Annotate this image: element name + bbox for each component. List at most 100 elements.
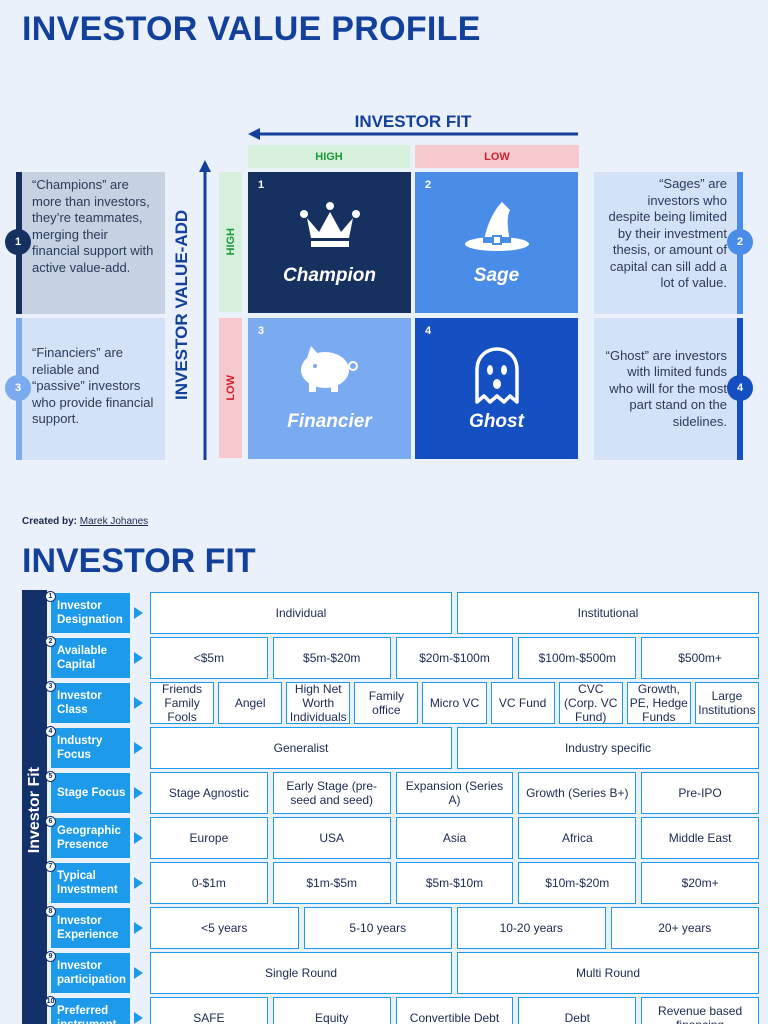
option-cell[interactable]: Equity	[272, 997, 391, 1024]
y-axis: INVESTOR VALUE-ADD	[170, 160, 218, 460]
row-cells: 0-$1m$1m-$5m$5m-$10m$10m-$20m$20m+	[150, 862, 759, 904]
option-cell[interactable]: Pre-IPO	[641, 772, 759, 814]
option-cell[interactable]: Angel	[218, 682, 283, 724]
row-arrow-icon	[134, 1012, 143, 1024]
option-cell[interactable]: Friends Family Fools	[150, 682, 215, 724]
quadrant-number: 1	[258, 179, 265, 191]
y-axis-label: INVESTOR VALUE-ADD	[172, 209, 191, 401]
option-cell[interactable]: 5-10 years	[303, 907, 452, 949]
option-cell[interactable]: Middle East	[641, 817, 759, 859]
row-arrow-icon	[134, 877, 143, 889]
row-label: Investor participation	[51, 953, 130, 993]
option-cell[interactable]: 0-$1m	[150, 862, 268, 904]
row-arrow-icon	[134, 922, 143, 934]
credit: Created by: Marek Johanes	[22, 516, 148, 527]
option-cell[interactable]: Expansion (Series A)	[395, 772, 514, 814]
option-cell[interactable]: VC Fund	[490, 682, 555, 724]
option-cell[interactable]: $5m-$20m	[272, 637, 391, 679]
quadrant-label: Financier	[287, 411, 372, 432]
quadrant-champion: 1 Champion	[248, 172, 411, 313]
option-cell[interactable]: <$5m	[150, 637, 268, 679]
description-financier: “Financiers” are reliable and “passive” …	[16, 318, 165, 460]
option-cell[interactable]: Single Round	[150, 952, 452, 994]
row-header-low: LOW	[219, 318, 242, 458]
quadrant-label: Ghost	[469, 411, 524, 432]
row-number: 10	[45, 996, 56, 1007]
row-arrow-icon	[134, 967, 143, 979]
option-cell[interactable]: Africa	[518, 817, 637, 859]
option-cell[interactable]: $100m-$500m	[518, 637, 637, 679]
row-label-text: Typical Investment	[57, 870, 118, 896]
option-cell[interactable]: USA	[272, 817, 391, 859]
option-cell[interactable]: $10m-$20m	[518, 862, 637, 904]
quadrant-ghost: 4 Ghost	[415, 318, 578, 459]
description-text: “Sages” are investors who despite being …	[608, 176, 727, 290]
option-cell[interactable]: 10-20 years	[457, 907, 606, 949]
option-cell[interactable]: Asia	[395, 817, 514, 859]
option-cell[interactable]: $5m-$10m	[395, 862, 514, 904]
option-cell[interactable]: Multi Round	[457, 952, 759, 994]
option-cell[interactable]: $1m-$5m	[272, 862, 391, 904]
option-cell[interactable]: Early Stage (pre-seed and seed)	[272, 772, 391, 814]
row-high-label: HIGH	[224, 228, 237, 256]
row-label-text: Investor participation	[57, 960, 127, 986]
option-cell[interactable]: $20m-$100m	[395, 637, 514, 679]
row-number: 3	[45, 681, 56, 692]
badge-3: 3	[5, 375, 31, 401]
option-cell[interactable]: Generalist	[150, 727, 452, 769]
option-cell[interactable]: Stage Agnostic	[150, 772, 268, 814]
row-label: Industry Focus	[51, 728, 130, 768]
side-bar	[22, 590, 47, 1024]
option-cell[interactable]: $500m+	[641, 637, 759, 679]
option-cell[interactable]: Individual	[150, 592, 452, 634]
row-label-text: Available Capital	[57, 645, 108, 671]
row-label: Preferred instrument	[51, 998, 130, 1024]
badge-2: 2	[727, 229, 753, 255]
row-arrow-icon	[134, 652, 143, 664]
option-cell[interactable]: Institutional	[457, 592, 759, 634]
option-cell[interactable]: Growth, PE, Hedge Funds	[626, 682, 691, 724]
option-cell[interactable]: Micro VC	[422, 682, 487, 724]
option-cell[interactable]: Debt	[518, 997, 637, 1024]
quadrant-sage: 2 Sage	[415, 172, 578, 313]
quadrant-number: 2	[425, 179, 432, 191]
left-arrow-icon	[248, 128, 578, 140]
option-cell[interactable]: Family office	[354, 682, 419, 724]
option-cell[interactable]: $20m+	[641, 862, 759, 904]
option-cell[interactable]: Convertible Debt	[395, 997, 514, 1024]
option-cell[interactable]: <5 years	[150, 907, 299, 949]
option-cell[interactable]: Growth (Series B+)	[518, 772, 637, 814]
row-label-text: Industry Focus	[57, 735, 103, 761]
option-cell[interactable]: Revenue based financing	[641, 997, 759, 1024]
row-number: 5	[45, 771, 56, 782]
option-cell[interactable]: Europe	[150, 817, 268, 859]
col-header-low: LOW	[415, 145, 579, 168]
option-cell[interactable]: Industry specific	[457, 727, 759, 769]
row-label: Typical Investment	[51, 863, 130, 903]
option-cell[interactable]: SAFE	[150, 997, 268, 1024]
ghost-icon	[474, 347, 519, 404]
option-cell[interactable]: CVC (Corp. VC Fund)	[558, 682, 623, 724]
description-text: “Financiers” are reliable and “passive” …	[32, 345, 154, 427]
row-label-text: Stage Focus	[57, 787, 126, 799]
author-link[interactable]: Marek Johanes	[79, 516, 149, 527]
row-number: 6	[45, 816, 56, 827]
row-label: Investor Designation	[51, 593, 130, 633]
piggy-bank-icon	[300, 346, 358, 392]
quadrant-financier: 3 Financier	[248, 318, 411, 459]
page-title: INVESTOR VALUE PROFILE	[22, 10, 481, 48]
description-ghost: “Ghost” are investors with limited funds…	[594, 318, 743, 460]
side-label-text: Investor Fit	[25, 766, 43, 854]
row-number: 4	[45, 726, 56, 737]
credit-label: Created by:	[22, 516, 78, 527]
badge-1: 1	[5, 229, 31, 255]
option-cell[interactable]: High Net Worth Individuals	[286, 682, 351, 724]
row-number: 7	[45, 861, 56, 872]
option-cell[interactable]: 20+ years	[610, 907, 759, 949]
row-arrow-icon	[134, 607, 143, 619]
option-cell[interactable]: Large Institutions	[694, 682, 759, 724]
quadrant-label: Champion	[283, 265, 376, 286]
